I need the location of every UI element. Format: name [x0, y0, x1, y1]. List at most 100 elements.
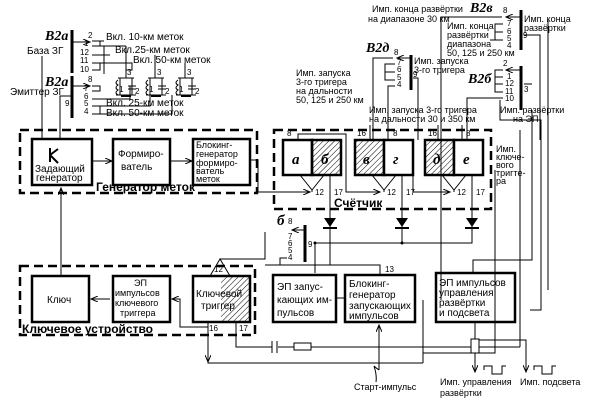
- block-text: Ключ: [47, 295, 71, 306]
- generator-group: [18, 128, 259, 195]
- block-text: триггера: [120, 308, 156, 318]
- cell-g: г: [393, 152, 399, 168]
- label-imp-zap-dal-30: на дальности 30 и 350 км: [369, 114, 475, 124]
- cell-d: д: [433, 152, 441, 168]
- label-imp-konca-razv: Имп. конца: [524, 14, 571, 24]
- pin: 12: [214, 265, 223, 274]
- label-imp-kluch-trig: тригте-: [496, 168, 525, 178]
- pulse-waveform-icon: [483, 365, 506, 375]
- contact: 8: [394, 48, 399, 57]
- vkl-25-label-a: Вкл.25-км меток: [115, 45, 190, 56]
- block-ep-kluch: [111, 274, 172, 324]
- switch-v2b-label: B2б: [467, 72, 492, 87]
- contact: 4: [397, 80, 402, 89]
- contact: 6: [288, 239, 293, 248]
- contact: 5: [507, 34, 512, 43]
- label-imp-konca-diap: развёртки: [447, 30, 489, 40]
- contact: 2: [88, 31, 93, 40]
- contact: 6: [84, 92, 89, 101]
- pin: 16: [428, 129, 437, 138]
- switch-v2v: B2в 8 7 6 5 4 9: [469, 1, 528, 50]
- label-imp-konca-30: Имп. конца развёртки: [372, 4, 463, 14]
- label-imp-kluch-trig: вого: [496, 160, 514, 170]
- contact: 11: [505, 87, 514, 96]
- counter-trigger-2: в г: [353, 138, 415, 177]
- label-imp-zap-dal-50: на дальности: [296, 86, 352, 96]
- coil-pin: 3: [157, 68, 162, 77]
- counter-group: [272, 128, 493, 211]
- contact: 10: [80, 65, 89, 74]
- label-imp-zap-dal-50: 50, 125 и 250 км: [296, 95, 364, 105]
- block-text: и подсвета: [439, 308, 490, 319]
- diode-icon: [465, 218, 479, 229]
- contact: 6: [397, 65, 402, 74]
- start-pulse-icon: [373, 365, 380, 383]
- block-text: ЭП: [134, 278, 147, 288]
- block-text: генератор: [196, 149, 238, 159]
- switch-v2a-top: B2a 2 1 12 11 10: [44, 29, 93, 74]
- label-imp-zap-3: Имп. запуска: [414, 56, 469, 66]
- block-formirovatel: [111, 137, 172, 187]
- label-imp-kluch-trig: Имп.: [496, 144, 516, 154]
- lc-tank-2: 3 1 2: [145, 68, 170, 97]
- counter-wiring: 12 17 12 17 12 17 8 16 8 16 8: [268, 125, 485, 240]
- pin: 3: [524, 85, 529, 94]
- pin: 16: [357, 129, 366, 138]
- key-device-group: [18, 264, 257, 337]
- pin: 8: [287, 129, 292, 138]
- output-label: развёртки: [440, 388, 482, 398]
- switch-v2a-bottom: B2a 8 7 6 5 4 9: [44, 75, 93, 118]
- block-text: кающих им-: [277, 295, 332, 306]
- output-label: Имп. управления: [440, 377, 512, 387]
- block-text: ватель: [121, 162, 152, 173]
- block-text: управления: [439, 288, 494, 299]
- counter-group-label: Счётчик: [334, 196, 383, 210]
- pin: 12: [457, 188, 466, 197]
- block-text: импульсов: [349, 311, 399, 322]
- contact: 10: [505, 94, 514, 103]
- block-text: ключевого: [115, 298, 158, 308]
- coil-pin: 1: [119, 85, 124, 94]
- vkl-25-label-b: Вкл. 25-км меток: [106, 98, 184, 109]
- contact: 7: [288, 232, 293, 241]
- contact: 4: [84, 107, 89, 116]
- emitter-label: Эмиттер ЗГ: [10, 87, 65, 98]
- label-imp-razv-ep: на ЭП: [513, 114, 538, 124]
- contact: 1: [84, 39, 89, 48]
- counter-trigger-3: д е: [423, 138, 485, 177]
- switch-b-label: б: [277, 213, 285, 229]
- contact: 8: [88, 75, 93, 84]
- contact: 11: [80, 56, 89, 65]
- switch-v2v-label: B2в: [469, 1, 493, 16]
- baza-label: База ЗГ: [27, 46, 64, 57]
- contact: 1: [507, 72, 512, 81]
- block-zadayushiy-generator: [30, 137, 94, 187]
- pin: 17: [476, 188, 485, 197]
- block-text: меток: [196, 174, 220, 184]
- label-imp-konca-diap: 50, 125 и 250 км: [447, 48, 515, 58]
- pin: 9: [308, 240, 313, 249]
- label-imp-zap-dal-50: Имп. запуска: [296, 68, 351, 78]
- pin: 17: [406, 188, 415, 197]
- contact: 7: [84, 84, 89, 93]
- coil-pin: 2: [165, 87, 170, 96]
- switch-v2d-label: B2д: [365, 41, 389, 56]
- pin: 8: [393, 129, 398, 138]
- start-pulse-label: Старт-импульс: [354, 382, 417, 392]
- coil-pin: 3: [127, 68, 132, 77]
- contact: 6: [507, 27, 512, 36]
- block-blocking-zapusk: [343, 273, 417, 324]
- cell-b: б: [321, 152, 329, 168]
- label-imp-kluch-trig: ключе-: [496, 152, 525, 162]
- contact: 12: [505, 79, 514, 88]
- contact: 8: [288, 217, 293, 226]
- resistor-icon: [293, 342, 312, 351]
- vkl-50-label-a: Вкл. 50-км меток: [133, 55, 211, 66]
- coil-pin: 1: [149, 85, 154, 94]
- block-text: импульсов: [115, 288, 160, 298]
- contact: 5: [288, 246, 293, 255]
- label-imp-konca-diap: Имп. конца: [447, 21, 494, 31]
- block-ep-upr: [434, 271, 517, 324]
- block-text: генератор: [349, 290, 396, 301]
